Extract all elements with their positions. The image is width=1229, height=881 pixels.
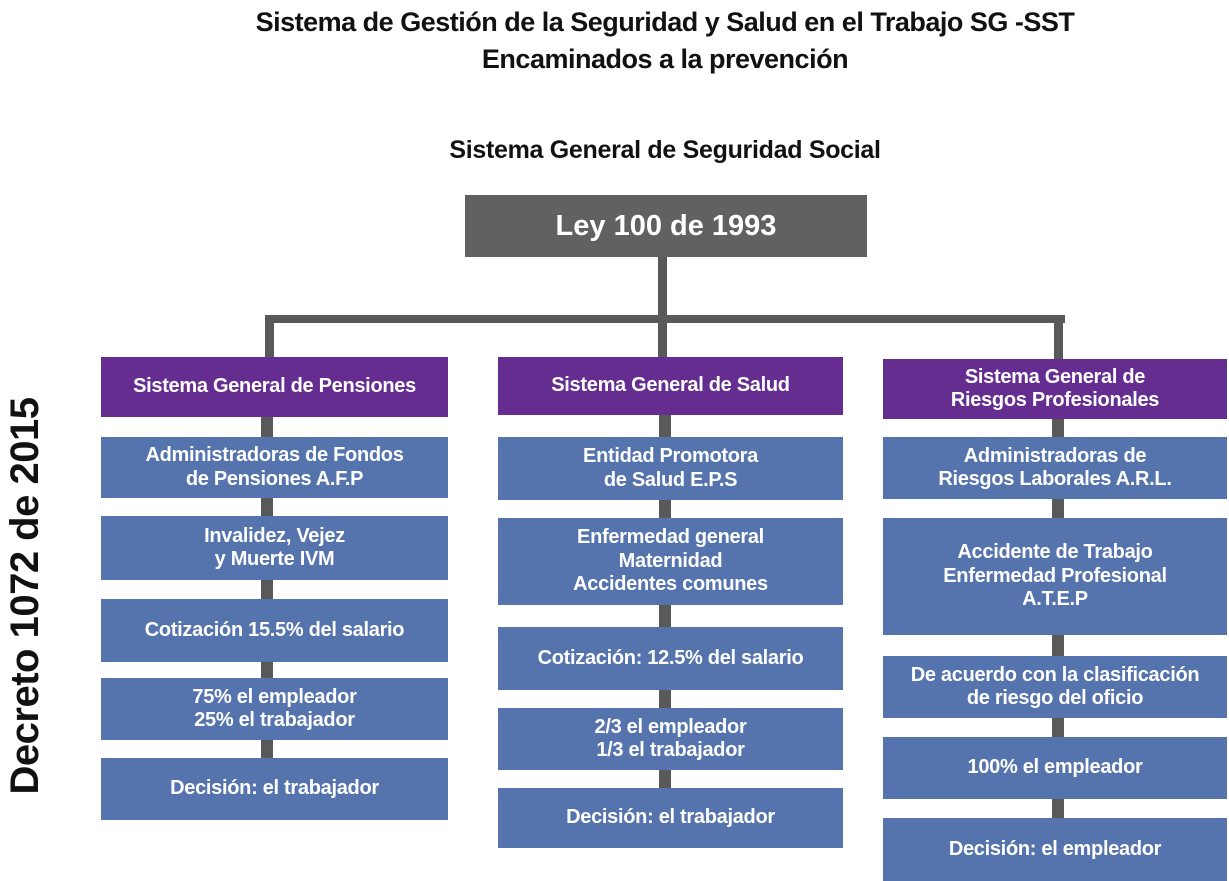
node-decision-riesgos: Decisión: el empleador <box>883 818 1227 881</box>
connector-rail-drop-left <box>265 315 274 360</box>
node-cotizacion-salud: Cotización: 12.5% del salario <box>498 627 843 690</box>
connector-rail-drop-right <box>1054 315 1063 362</box>
node-salud-header: Sistema General de Salud <box>498 357 843 415</box>
node-cotizacion-pensiones: Cotización 15.5% del salario <box>101 599 448 662</box>
node-decision-pensiones: Decisión: el trabajador <box>101 758 448 820</box>
connector-root-drop <box>658 256 667 360</box>
side-label-decreto: Decreto 1072 de 2015 <box>3 397 47 795</box>
node-arl: Administradoras de Riesgos Laborales A.R… <box>883 437 1227 499</box>
node-reparto-salud: 2/3 el empleador 1/3 el trabajador <box>498 708 843 770</box>
node-eps: Entidad Promotora de Salud E.P.S <box>498 437 843 500</box>
node-cotizacion-riesgos: 100% el empleador <box>883 737 1227 799</box>
root-node-ley-100: Ley 100 de 1993 <box>465 195 867 257</box>
main-title: Sistema de Gestión de la Seguridad y Sal… <box>100 4 1229 78</box>
node-atep: Accidente de Trabajo Enfermedad Profesio… <box>883 518 1227 635</box>
node-pensiones-header: Sistema General de Pensiones <box>101 357 448 417</box>
connector-rail <box>265 315 1065 323</box>
node-afp: Administradoras de Fondos de Pensiones A… <box>101 437 448 498</box>
main-title-line2: Encaminados a la prevención <box>481 44 849 74</box>
node-coberturas-salud: Enfermedad general Maternidad Accidentes… <box>498 518 843 605</box>
node-reparto-pensiones: 75% el empleador 25% el trabajador <box>101 678 448 740</box>
node-ivm: Invalidez, Vejez y Muerte IVM <box>101 516 448 580</box>
main-title-line1: Sistema de Gestión de la Seguridad y Sal… <box>255 7 1075 37</box>
node-clasificacion-riesgo: De acuerdo con la clasificación de riesg… <box>883 656 1227 718</box>
node-riesgos-header: Sistema General de Riesgos Profesionales <box>883 359 1227 419</box>
subtitle: Sistema General de Seguridad Social <box>449 136 881 164</box>
node-decision-salud: Decisión: el trabajador <box>498 788 843 848</box>
